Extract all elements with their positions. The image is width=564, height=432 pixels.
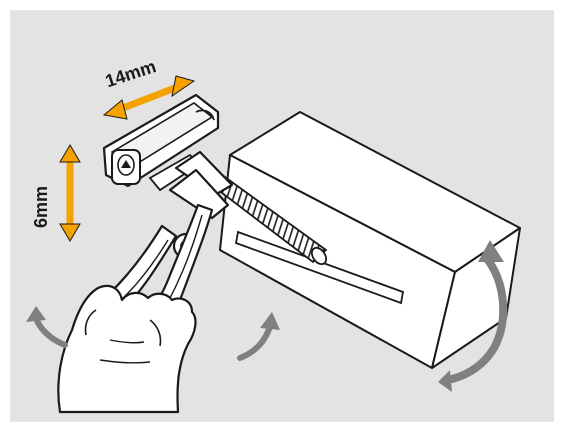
width-dimension-arrow: [102, 75, 196, 120]
height-dimension-arrow: [59, 144, 81, 242]
rotation-arrow-left: [26, 306, 68, 348]
connector-clip: [102, 93, 220, 192]
hand: [57, 284, 197, 414]
box-slot: [234, 230, 405, 305]
rotation-arrow-box: [438, 240, 508, 392]
width-dimension-label: 14mm: [103, 56, 159, 91]
enclosure-box: [219, 111, 521, 369]
rotation-arrow-right: [237, 312, 280, 361]
clip-arrow-mark: [121, 160, 131, 168]
height-dimension-label: 6mm: [31, 186, 51, 228]
